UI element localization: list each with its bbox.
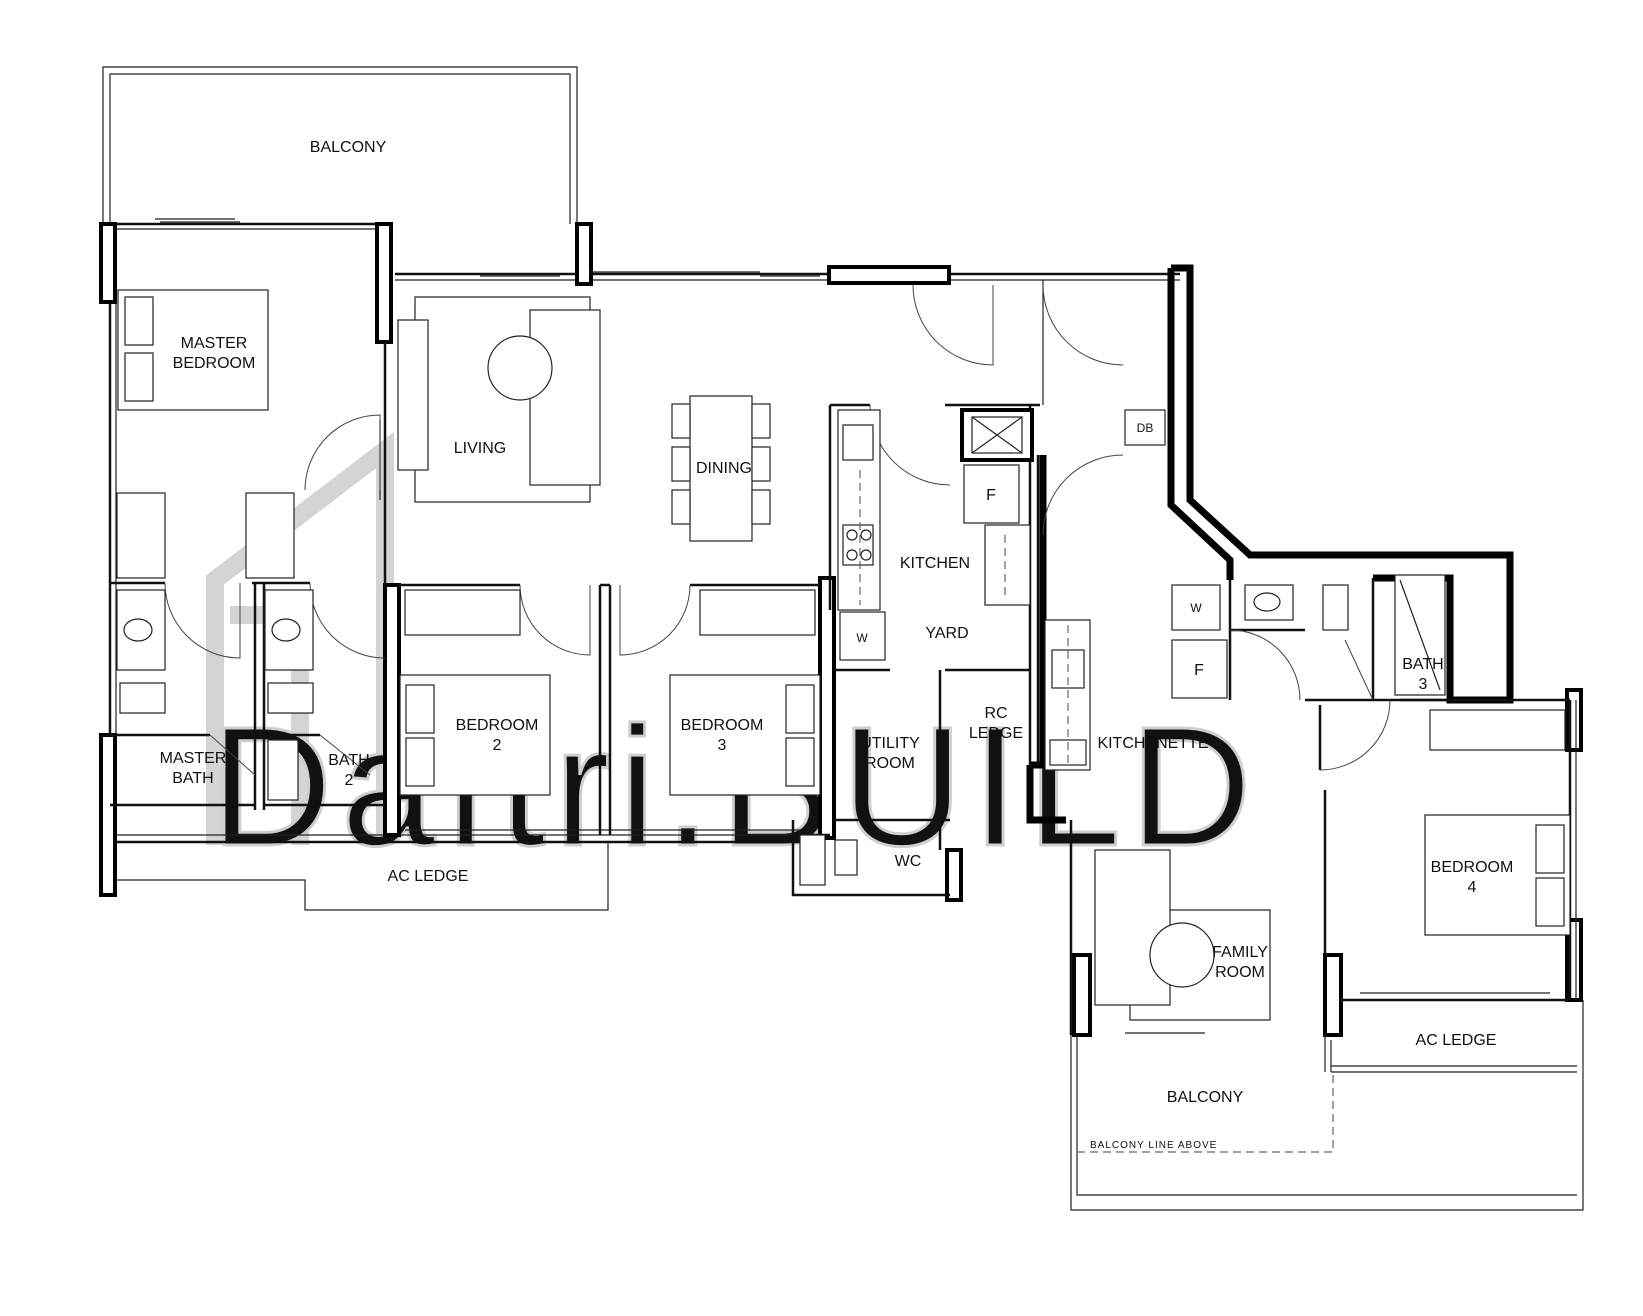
fridge-kitchen-label: F — [986, 487, 996, 504]
label-family-room-1: FAMILY — [1212, 944, 1268, 961]
fridge-kitchenette — [1171, 639, 1228, 699]
label-balcony-line-above: BALCONY LINE ABOVE — [1090, 1140, 1217, 1151]
sofa — [529, 309, 601, 486]
fridge-kitchen — [963, 464, 1020, 524]
label-master-bedroom-2: BEDROOM — [173, 355, 256, 372]
label-family-room-2: ROOM — [1215, 964, 1265, 981]
label-master-bedroom-1: MASTER — [181, 335, 248, 352]
label-bath3-2: 3 — [1419, 676, 1428, 693]
label-rc-ledge-1: RC — [984, 705, 1007, 722]
label-kitchen: KITCHEN — [900, 555, 970, 572]
label-bath2-2: 2 — [345, 772, 354, 789]
label-ac-ledge-left: AC LEDGE — [388, 868, 469, 885]
washer-kitchenette-label: W — [1190, 601, 1202, 615]
label-wc: WC — [895, 853, 922, 870]
structural-walls — [99, 222, 1583, 1037]
family-table — [1149, 922, 1215, 988]
label-bedroom3-2: 3 — [718, 737, 727, 754]
label-balcony-bottom: BALCONY — [1167, 1089, 1244, 1106]
windows — [155, 218, 1550, 1034]
tv-console — [397, 319, 429, 471]
family-sofa — [1094, 849, 1171, 1006]
label-bath3-1: BATH — [1402, 656, 1443, 673]
fixture-labels: F F W W DB — [856, 421, 1204, 679]
washer-kitchenette — [1171, 584, 1221, 631]
label-living: LIVING — [454, 440, 506, 457]
dining-table — [689, 395, 753, 542]
db-label: DB — [1137, 421, 1154, 435]
label-utility-room-1: UTILITY — [860, 735, 920, 752]
washer-kitchen — [839, 611, 886, 661]
label-master-bath-2: BATH — [172, 770, 213, 787]
label-bedroom3-1: BEDROOM — [681, 717, 764, 734]
label-bedroom2-1: BEDROOM — [456, 717, 539, 734]
label-kitchenette: KITCHENETTE — [1097, 735, 1208, 752]
furniture — [116, 289, 1571, 1021]
label-bedroom4-1: BEDROOM — [1431, 859, 1514, 876]
label-dining: DINING — [696, 460, 752, 477]
fridge-kitchenette-label: F — [1194, 662, 1204, 679]
label-yard: YARD — [925, 625, 968, 642]
exterior-walls-left — [108, 222, 1180, 911]
washer-kitchen-label: W — [856, 631, 868, 645]
coffee-table — [487, 335, 553, 401]
balcony-bottom-area — [1070, 1000, 1584, 1211]
label-bedroom4-2: 4 — [1468, 879, 1477, 896]
label-balcony-top: BALCONY — [310, 139, 387, 156]
label-rc-ledge-2: LEDGE — [969, 725, 1023, 742]
balcony-top-area — [102, 66, 578, 224]
label-ac-ledge-right: AC LEDGE — [1416, 1032, 1497, 1049]
label-bath2-1: BATH — [328, 752, 369, 769]
interior-walls — [110, 280, 1577, 1035]
label-bedroom2-2: 2 — [493, 737, 502, 754]
room-labels: BALCONY MASTER BEDROOM LIVING DINING KIT… — [160, 139, 1514, 1151]
label-master-bath-1: MASTER — [160, 750, 227, 767]
label-utility-room-2: ROOM — [865, 755, 915, 772]
